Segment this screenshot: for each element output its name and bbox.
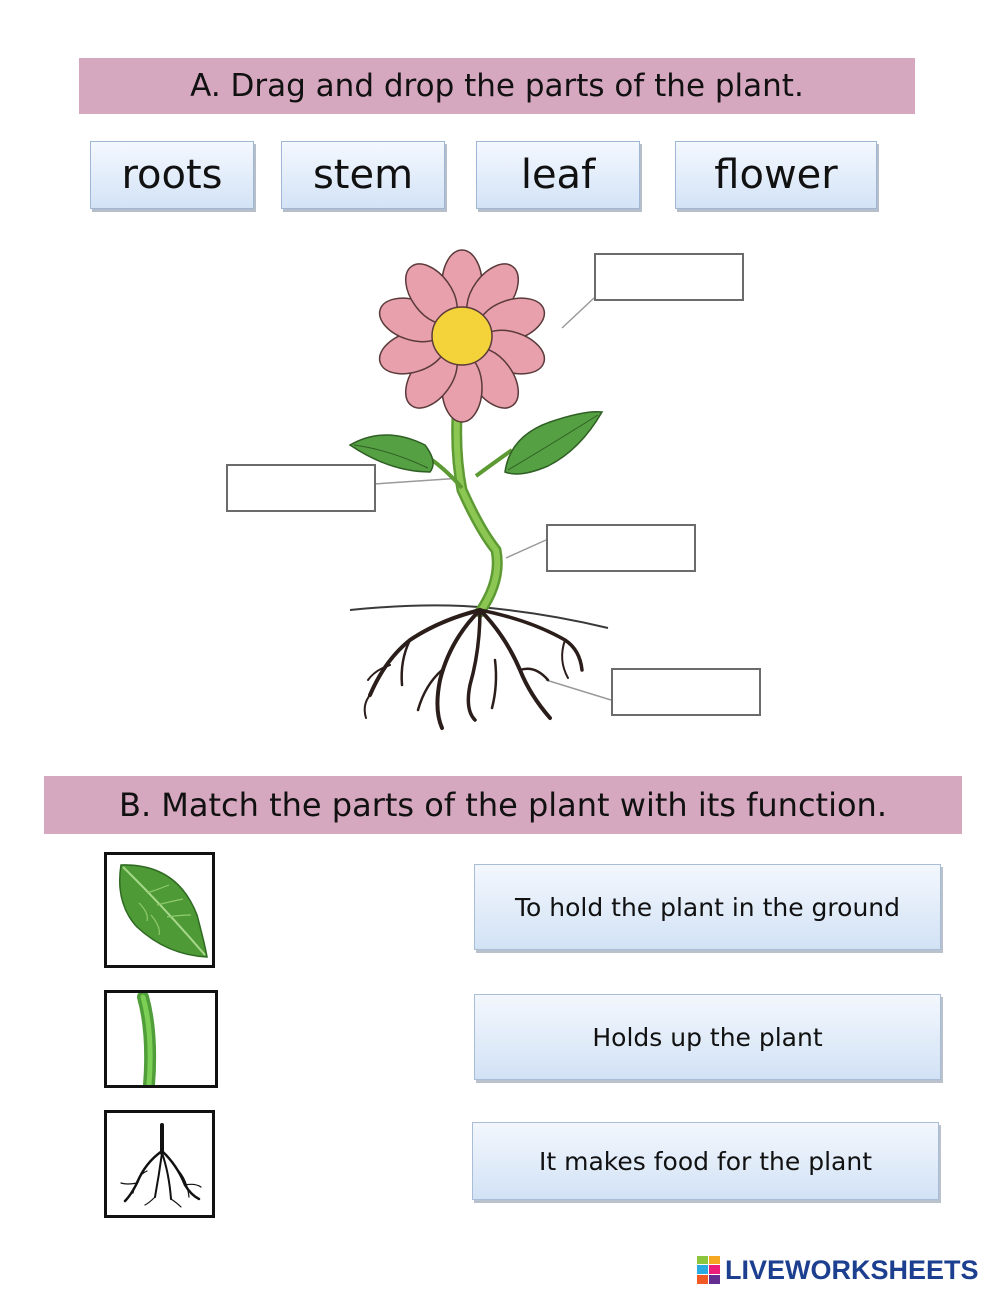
- logo-icon: [697, 1256, 720, 1284]
- leaf-picture[interactable]: [104, 852, 215, 968]
- stem-icon: [137, 993, 157, 1085]
- leaf-icon: [118, 864, 208, 958]
- drag-tile-leaf[interactable]: leaf: [476, 141, 640, 209]
- section-a-title: A. Drag and drop the parts of the plant.: [79, 58, 915, 114]
- roots-icon: [120, 1123, 202, 1208]
- drop-box-leaf[interactable]: [226, 464, 376, 512]
- logo-text: LIVEWORKSHEETS: [725, 1254, 979, 1285]
- flower-head: [378, 249, 546, 423]
- leader-line-roots: [545, 679, 612, 701]
- flower-center: [431, 306, 493, 366]
- leader-line-flower: [561, 297, 595, 329]
- drag-tile-flower[interactable]: flower: [675, 141, 877, 209]
- plant-illustration: [348, 249, 612, 730]
- drop-box-stem[interactable]: [546, 524, 696, 572]
- roots-shape: [363, 608, 584, 730]
- stem-shape: [453, 397, 501, 615]
- drop-box-roots[interactable]: [611, 668, 761, 716]
- roots-picture[interactable]: [104, 1110, 215, 1218]
- leader-line-stem: [505, 539, 547, 559]
- section-b-title: B. Match the parts of the plant with its…: [44, 776, 962, 834]
- leader-line-leaf: [373, 477, 463, 485]
- drop-box-flower[interactable]: [594, 253, 744, 301]
- function-tile-holds-up[interactable]: Holds up the plant: [474, 994, 941, 1080]
- liveworksheets-logo: LIVEWORKSHEETS: [697, 1254, 979, 1286]
- drag-tile-stem[interactable]: stem: [281, 141, 445, 209]
- drag-tile-roots[interactable]: roots: [90, 141, 254, 209]
- ground-line: [349, 604, 609, 629]
- stem-picture[interactable]: [104, 990, 218, 1088]
- function-tile-hold-in-ground[interactable]: To hold the plant in the ground: [474, 864, 941, 950]
- function-tile-makes-food[interactable]: It makes food for the plant: [472, 1122, 939, 1200]
